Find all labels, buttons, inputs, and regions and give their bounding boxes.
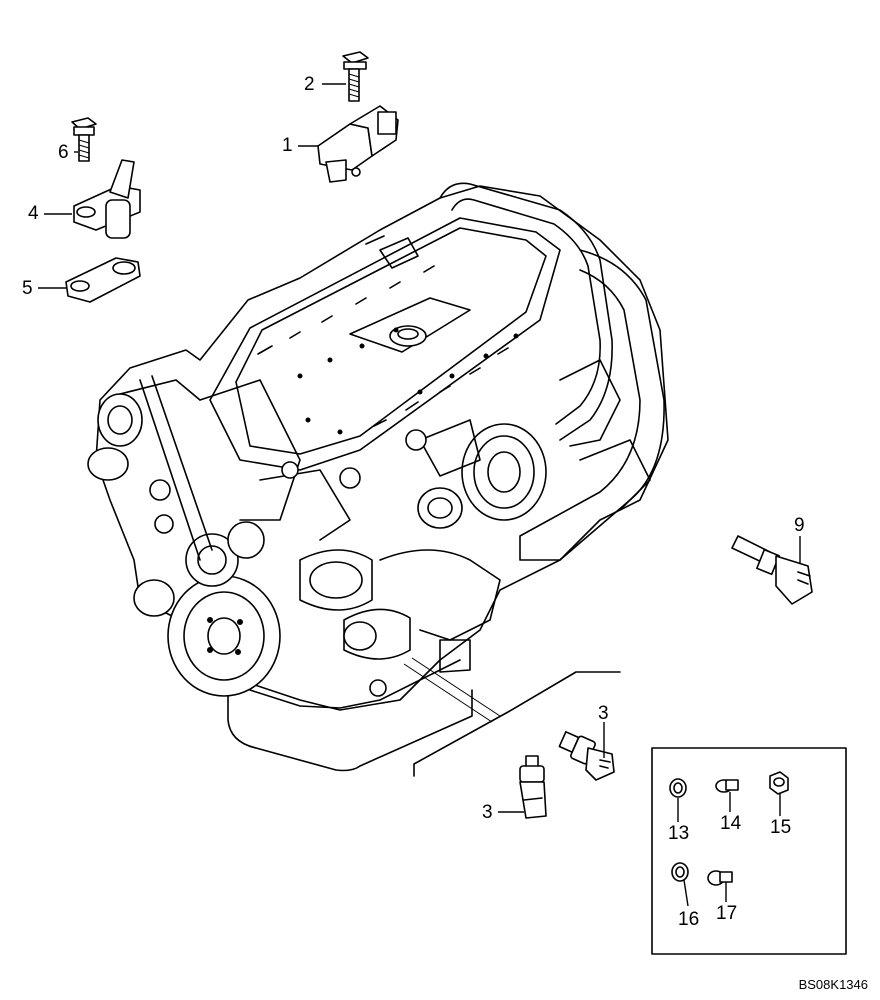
- part-label-16: 16: [678, 909, 700, 930]
- part-label-2: 2: [304, 74, 315, 95]
- part-label-14: 14: [720, 813, 742, 834]
- part-label-15: 15: [770, 817, 792, 838]
- part-label-1: 1: [282, 135, 293, 156]
- part-5-gasket: [65, 257, 141, 303]
- part-label-3-upper: 3: [598, 703, 609, 724]
- part-2-bolt: [342, 51, 369, 102]
- part-label-3-lower: 3: [482, 802, 493, 823]
- part-label-17: 17: [716, 903, 738, 924]
- part-16-washer: [671, 862, 689, 882]
- hardware-inset-box: [651, 747, 847, 955]
- part-1-pressure-sensor: [317, 105, 399, 183]
- engine-block: [87, 182, 669, 772]
- part-4-speed-sensor: [73, 159, 141, 239]
- part-label-9: 9: [794, 515, 805, 536]
- part-14-plug-screw: [715, 779, 739, 793]
- part-3-sensor-upper: [558, 731, 615, 781]
- drawing-code: BS08K1346: [798, 977, 868, 992]
- engine-callout-lines: [403, 657, 621, 777]
- part-label-6: 6: [58, 142, 69, 163]
- part-label-13: 13: [668, 823, 690, 844]
- part-15-plug: [769, 771, 789, 795]
- part-label-4: 4: [28, 203, 39, 224]
- part-17-screw: [707, 870, 733, 886]
- part-6-bolt: [71, 117, 97, 162]
- part-13-washer: [669, 778, 687, 798]
- part-label-5: 5: [22, 278, 33, 299]
- leader-lines: [38, 83, 801, 907]
- part-3-sensor-lower: [519, 755, 547, 819]
- part-9-temperature-sensor: [731, 535, 813, 605]
